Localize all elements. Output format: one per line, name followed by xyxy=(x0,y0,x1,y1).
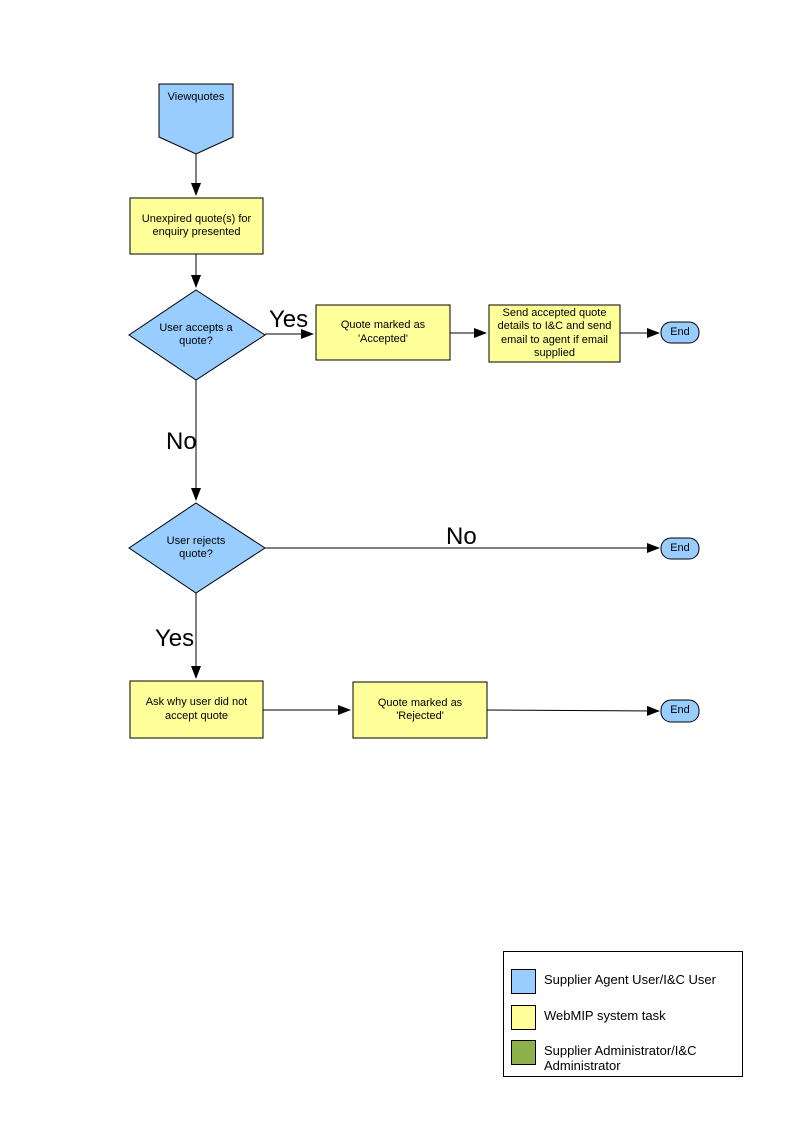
accept-yes-edge-label: Yes xyxy=(269,306,309,333)
legend-item-webmip-system-task: WebMIP system task xyxy=(511,1005,666,1030)
reject-no-edge-label: No xyxy=(446,523,477,550)
legend: Supplier Agent User/I&C User WebMIP syst… xyxy=(503,951,743,1077)
connector-rejected-to-end xyxy=(486,705,660,716)
start-node-shape xyxy=(158,83,234,155)
supplier-administrator-swatch xyxy=(511,1040,536,1065)
marked-accepted-node-shape xyxy=(315,304,451,361)
unexpired-quotes-node-shape xyxy=(129,197,264,255)
ask-why-node-shape xyxy=(129,680,264,739)
connectors xyxy=(191,154,660,716)
legend-item-supplier-agent-user: Supplier Agent User/I&C User xyxy=(511,969,716,994)
webmip-system-task-swatch xyxy=(511,1005,536,1030)
legend-label-webmip-system-task: WebMIP system task xyxy=(544,1008,666,1023)
reject-decision-shape xyxy=(128,502,266,594)
supplier-agent-user-swatch xyxy=(511,969,536,994)
supplier-agent-user-swatch-icon xyxy=(511,969,536,994)
reject-yes-edge-label: Yes xyxy=(155,625,195,652)
end-reject-yes-shape xyxy=(660,699,700,723)
legend-label-supplier-administrator: Supplier Administrator/I&C Administrator xyxy=(544,1043,697,1074)
accept-decision-shape xyxy=(128,289,266,381)
accept-no-edge-label: No xyxy=(166,428,197,455)
end-reject-no-shape xyxy=(660,537,700,560)
send-details-node-shape xyxy=(488,304,621,363)
end-accept-shape xyxy=(660,321,700,344)
legend-label-supplier-agent-user: Supplier Agent User/I&C User xyxy=(544,972,716,987)
legend-item-supplier-administrator: Supplier Administrator/I&C Administrator xyxy=(511,1040,734,1074)
supplier-administrator-swatch-icon xyxy=(511,1040,536,1065)
marked-rejected-node-shape xyxy=(352,681,488,739)
webmip-system-task-swatch-icon xyxy=(511,1005,536,1030)
